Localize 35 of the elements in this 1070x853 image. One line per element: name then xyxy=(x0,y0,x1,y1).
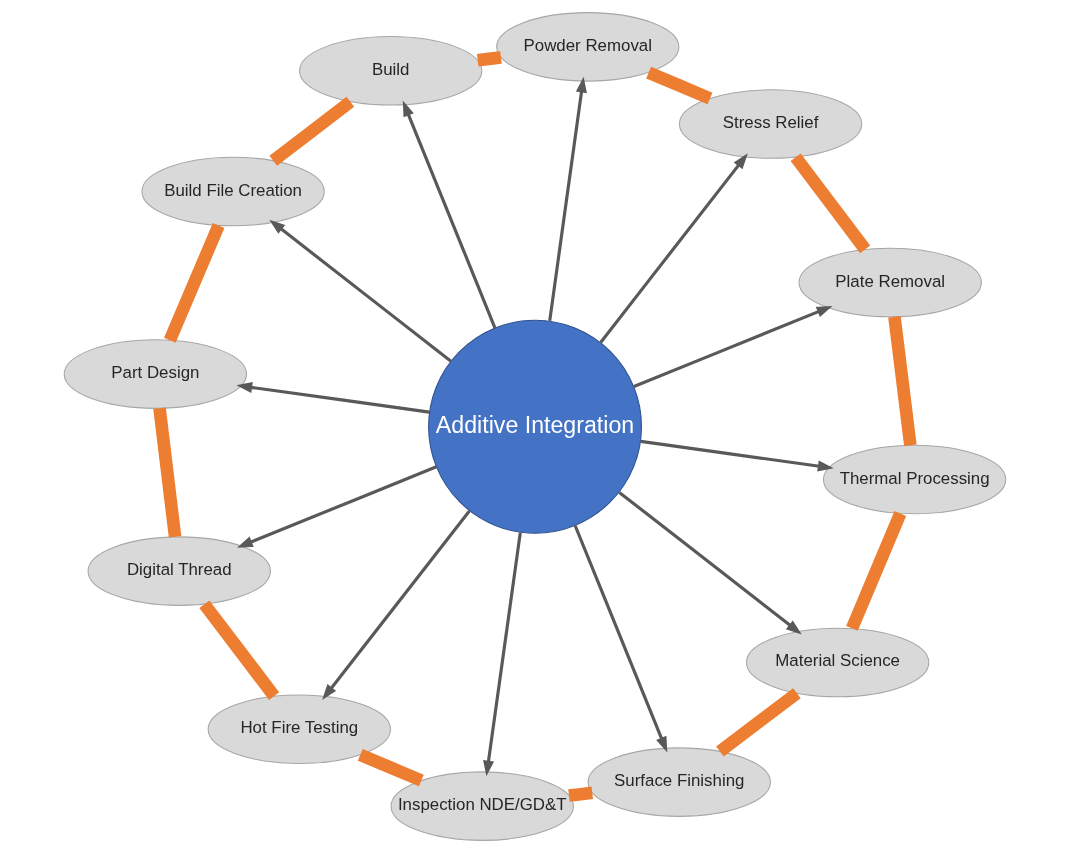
node-ellipse: Build xyxy=(299,36,483,106)
arrow xyxy=(483,532,522,777)
connector xyxy=(269,96,355,166)
connector xyxy=(357,749,424,787)
node-ellipse: Inspection NDE/GD&T xyxy=(390,771,574,841)
node-ellipse: Hot Fire Testing xyxy=(207,694,391,764)
node-ellipse: Build File Creation xyxy=(141,156,325,227)
arrow xyxy=(236,382,430,414)
node-ellipse: Part Design xyxy=(63,339,248,409)
arrow xyxy=(548,76,587,322)
arrow xyxy=(322,510,471,700)
node-ellipse: Surface Finishing xyxy=(587,747,771,817)
arrow xyxy=(633,305,833,388)
connector xyxy=(716,688,801,757)
node-ellipse: Powder Removal xyxy=(496,12,680,82)
connector xyxy=(153,407,182,538)
connector xyxy=(888,316,917,446)
arrow xyxy=(640,439,834,472)
connector xyxy=(164,223,225,343)
node-circle: Additive Integration xyxy=(428,319,642,534)
arrow xyxy=(599,153,748,344)
connector xyxy=(846,511,907,631)
connector xyxy=(790,153,871,254)
connector xyxy=(568,786,594,802)
connector xyxy=(476,51,502,67)
node-ellipse: Thermal Processing xyxy=(822,444,1007,515)
node-ellipse: Stress Relief xyxy=(678,89,863,159)
connector xyxy=(199,600,280,700)
arrow xyxy=(618,491,802,635)
arrow xyxy=(573,525,668,753)
node-ellipse: Material Science xyxy=(745,627,930,698)
arrow xyxy=(269,219,452,363)
arrow xyxy=(236,465,437,548)
connector xyxy=(646,66,713,105)
arrow xyxy=(402,100,497,329)
